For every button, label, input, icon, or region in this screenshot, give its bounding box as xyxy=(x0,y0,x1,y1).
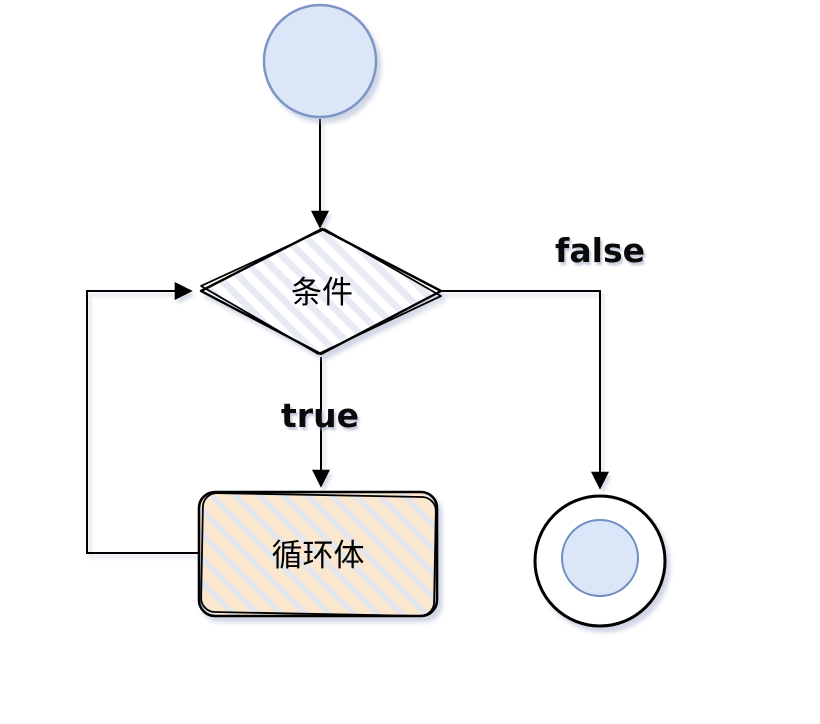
edge-condition-false-to-end xyxy=(442,290,609,490)
edge-loop-body-back-to-condition xyxy=(86,282,199,554)
end-inner-circle xyxy=(561,519,639,597)
true-edge-label: true xyxy=(281,396,359,435)
condition-diamond xyxy=(199,227,443,356)
loop-body-rect xyxy=(197,490,439,618)
loop-body-label: 循环体 xyxy=(272,538,365,574)
end-node xyxy=(533,494,667,628)
loop-body-rect-sketch-stroke xyxy=(200,492,437,617)
start-node xyxy=(262,3,378,119)
start-circle xyxy=(262,3,378,119)
condition-node: 条件 xyxy=(199,227,443,356)
condition-diamond-sketch-stroke xyxy=(200,228,442,355)
loop-body-node: 循环体 xyxy=(197,490,439,618)
condition-label: 条件 xyxy=(291,275,353,311)
false-edge-label: false xyxy=(555,231,645,270)
